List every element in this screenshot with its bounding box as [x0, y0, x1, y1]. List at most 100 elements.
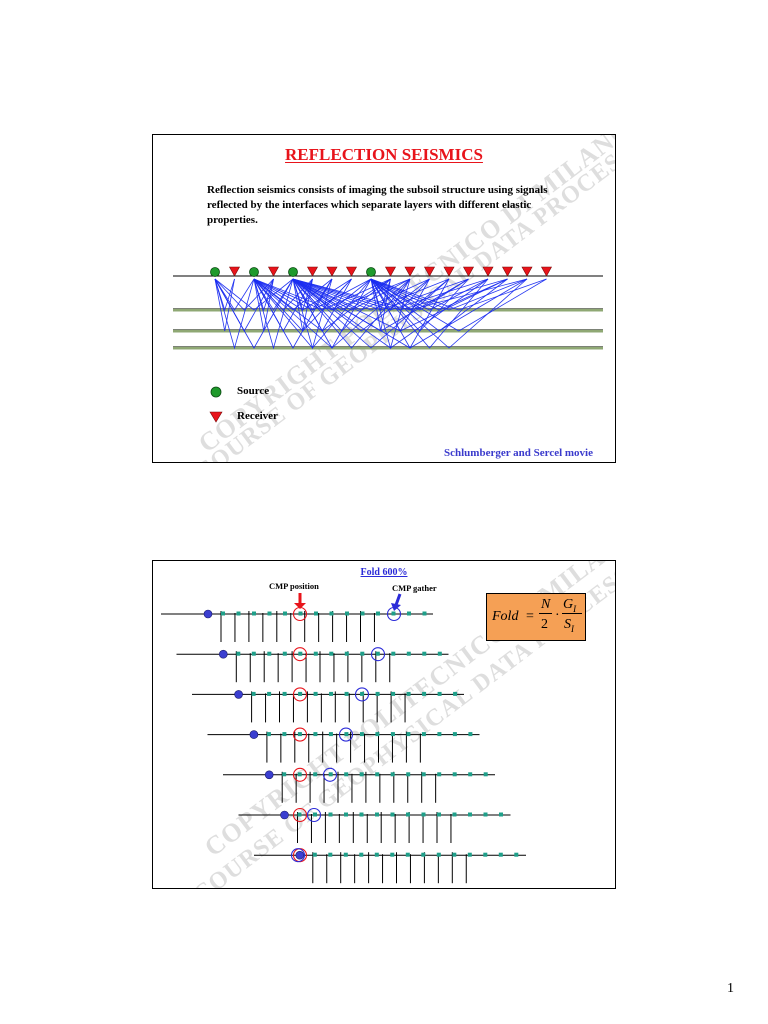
geophone	[391, 611, 396, 616]
geophone	[251, 691, 256, 696]
geophone	[467, 852, 472, 857]
ray-path	[370, 278, 508, 332]
receiver-marker	[462, 266, 475, 277]
cmp-fold-diagram	[161, 593, 526, 884]
ray-path	[370, 278, 469, 311]
receiver-marker	[384, 266, 397, 277]
slide-reflection-seismics: COPYRIGHT POLITECNICO DI MILANO COURSE O…	[152, 134, 616, 463]
geophone	[313, 732, 318, 737]
receiver-marker	[540, 266, 553, 277]
geophone	[314, 611, 318, 616]
ray-path	[370, 278, 547, 332]
geophone	[283, 611, 287, 616]
gather-circle	[338, 727, 354, 742]
geophone	[453, 691, 458, 696]
geophone	[468, 812, 472, 817]
geophone	[375, 812, 379, 817]
geophone	[390, 812, 395, 817]
cmp-gather-arrowhead	[391, 603, 401, 611]
cmp-circle	[292, 807, 308, 823]
geophone	[359, 812, 364, 817]
geophone	[360, 651, 365, 656]
geophone	[375, 651, 380, 656]
ray-path	[370, 278, 489, 311]
geophone	[406, 651, 411, 656]
geophone	[328, 772, 333, 777]
source-marker	[210, 267, 220, 277]
geophone	[421, 772, 426, 777]
geophone	[499, 812, 503, 817]
shot-source	[203, 609, 213, 619]
geophone	[267, 691, 272, 696]
ray-path	[253, 278, 294, 311]
legend-receiver-symbol	[209, 411, 223, 423]
seismic-survey-diagram	[173, 266, 603, 423]
geophone	[359, 732, 364, 737]
receiver-marker	[306, 266, 319, 277]
formula-num-b: GI	[563, 597, 577, 614]
source-marker	[249, 267, 259, 277]
geophone	[407, 611, 411, 616]
geophone	[421, 852, 426, 857]
shot-source	[264, 770, 274, 780]
slide-title: REFLECTION SEISMICS	[285, 145, 483, 164]
geophone	[483, 772, 488, 777]
slide-fold-cmp: COPYRIGHT POLITECNICO DI MILANO COURSE O…	[152, 560, 616, 889]
geophone	[468, 772, 473, 777]
geophone	[514, 852, 519, 857]
source-marker	[288, 267, 298, 277]
geophone	[313, 772, 318, 777]
geophone	[375, 691, 380, 696]
geophone	[375, 772, 380, 777]
geophone	[313, 651, 318, 656]
gather-circle	[306, 807, 322, 823]
legend-source-label: Source	[237, 385, 270, 397]
geophone	[421, 732, 426, 737]
geophone	[267, 611, 272, 616]
cmp-circle	[292, 647, 308, 662]
geophone	[360, 611, 365, 616]
formula-den-a: 2	[541, 617, 548, 632]
gather-circle	[386, 606, 402, 622]
ray-path	[370, 278, 411, 350]
geophone	[406, 732, 411, 737]
ray-path	[292, 278, 450, 311]
geophone	[328, 732, 333, 737]
cmp-gather-label: CMP gather	[392, 583, 437, 593]
receiver-marker	[501, 266, 514, 277]
geophone	[375, 732, 380, 737]
geophone	[298, 651, 303, 656]
geophone	[359, 852, 364, 857]
geophone	[390, 732, 395, 737]
receiver-marker	[521, 266, 533, 277]
formula-equals: =	[526, 609, 534, 624]
receiver-marker	[267, 266, 280, 277]
receiver-marker	[482, 266, 494, 277]
cmp-position-arrowhead	[294, 603, 306, 609]
geophone	[406, 691, 411, 696]
geophone	[390, 852, 395, 857]
geophone	[437, 772, 442, 777]
geophone	[374, 852, 379, 857]
geophone	[344, 651, 349, 656]
gather-circle	[370, 647, 386, 662]
formula-num-a: N	[541, 597, 551, 612]
geophone	[328, 852, 333, 857]
geophone	[221, 611, 225, 616]
shot-source	[234, 690, 243, 699]
formula-dot: ·	[555, 608, 560, 623]
fold-title: Fold 600%	[360, 567, 408, 578]
receiver-marker	[404, 266, 416, 277]
geophone	[298, 611, 303, 616]
shot-source	[219, 649, 228, 659]
cmp-circle	[292, 727, 308, 742]
cmp-position-label: CMP position	[269, 581, 319, 591]
ray-path	[253, 278, 294, 350]
credit-text: Schlumberger and Sercel movie	[444, 447, 593, 459]
geophone	[452, 732, 457, 737]
geophone	[406, 812, 410, 817]
geophone	[313, 691, 318, 696]
geophone	[329, 651, 334, 656]
geophone	[297, 772, 302, 777]
page-number: 1	[727, 981, 734, 996]
